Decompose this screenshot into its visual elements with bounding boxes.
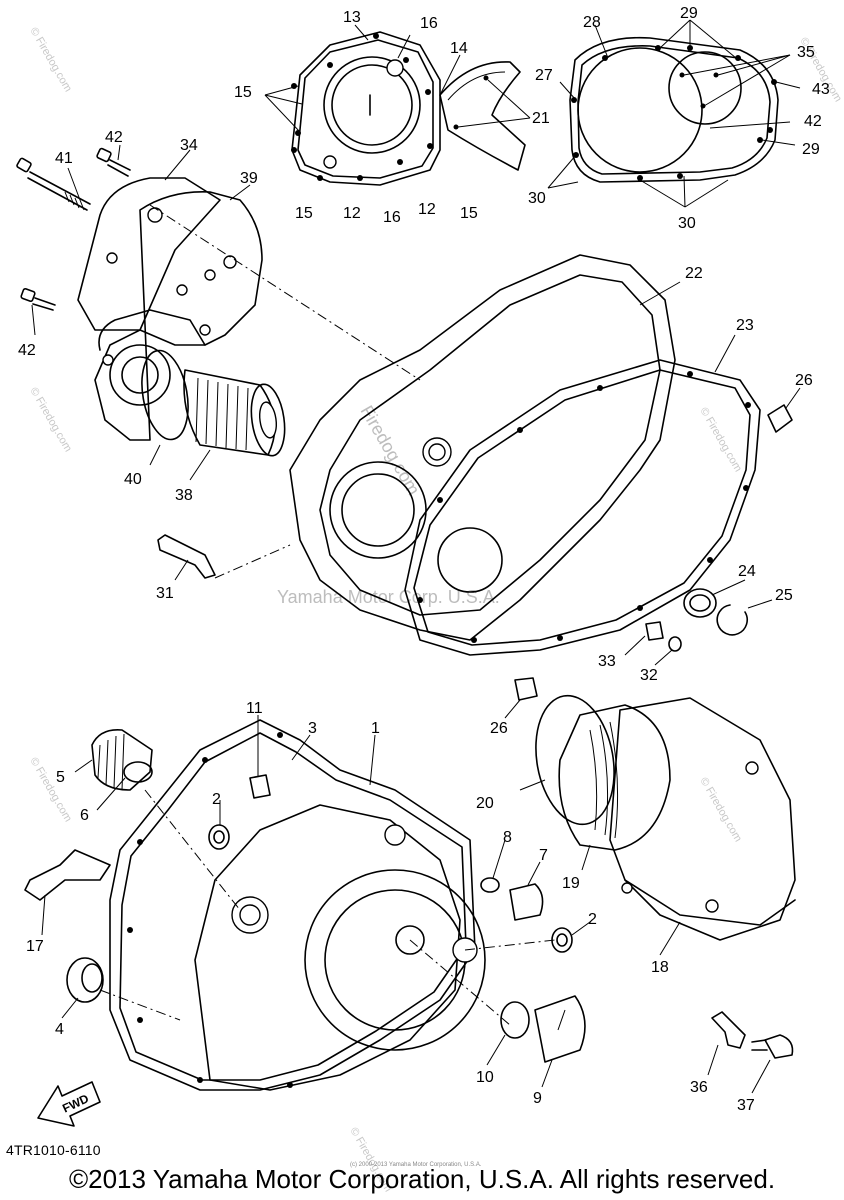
clutch-cover-right <box>535 694 796 1059</box>
copyright-small: (c) 2000-2013 Yamaha Motor Corporation, … <box>350 1162 482 1168</box>
callout-10: 10 <box>476 1069 494 1086</box>
callout-31: 31 <box>156 585 174 602</box>
callout-32: 32 <box>640 667 658 684</box>
callout-17: 17 <box>26 938 44 955</box>
watermark-firedog-center: Firedog.com <box>357 402 424 499</box>
watermark-right-low: © Firedog.com <box>697 776 744 845</box>
part-code: 4TR1010-6110 <box>6 1142 101 1158</box>
callout-33: 33 <box>598 653 616 670</box>
callout-14: 14 <box>450 40 468 57</box>
callout-38: 38 <box>175 487 193 504</box>
callout-12-right: 12 <box>418 201 436 218</box>
copyright-notice: ©2013 Yamaha Motor Corporation, U.S.A. A… <box>68 1164 776 1194</box>
callout-3: 3 <box>308 720 317 737</box>
callout-26-bottom: 26 <box>490 720 508 737</box>
callout-42-top: 42 <box>105 129 123 146</box>
callout-9: 9 <box>533 1090 542 1107</box>
callout-11: 11 <box>246 700 263 717</box>
callout-42-right: 42 <box>804 113 822 130</box>
callout-12-left: 12 <box>343 205 361 222</box>
oil-filter-cover-assembly <box>16 147 421 457</box>
callout-36: 36 <box>690 1079 708 1096</box>
callout-23: 23 <box>736 317 754 334</box>
callout-29-top: 29 <box>680 5 698 22</box>
callout-19: 19 <box>562 875 580 892</box>
callout-8: 8 <box>503 829 512 846</box>
stator-cover-assembly <box>291 31 526 186</box>
callout-labels: 13 16 14 15 21 15 12 16 12 15 28 29 35 2… <box>18 5 830 1114</box>
callout-30-right: 30 <box>678 215 696 232</box>
callout-25: 25 <box>775 587 793 604</box>
callout-35: 35 <box>797 44 815 61</box>
callout-30-left: 30 <box>528 190 546 207</box>
callout-40: 40 <box>124 471 142 488</box>
callout-28: 28 <box>583 14 601 31</box>
watermark-yamaha: Yamaha Motor Corp. U.S.A. <box>277 587 500 607</box>
callout-6: 6 <box>80 807 89 824</box>
watermark-left-mid: © Firedog.com <box>27 386 74 455</box>
callout-2-left: 2 <box>212 791 221 808</box>
callout-26-top: 26 <box>795 372 813 389</box>
callout-2-right: 2 <box>588 911 597 928</box>
callout-39: 39 <box>240 170 258 187</box>
callout-34: 34 <box>180 137 198 154</box>
callout-21: 21 <box>532 110 550 127</box>
leader-lines <box>31 19 801 1094</box>
watermark-right-mid: © Firedog.com <box>697 406 744 475</box>
callout-27: 27 <box>535 67 553 84</box>
callout-42-left: 42 <box>18 342 36 359</box>
callout-7: 7 <box>539 847 548 864</box>
callout-15-left: 15 <box>234 84 252 101</box>
watermark-corner-tl: © Firedog.com <box>27 26 74 95</box>
callout-1: 1 <box>371 720 380 737</box>
callout-5: 5 <box>56 769 65 786</box>
callout-37: 37 <box>737 1097 755 1114</box>
crankcase-cover-left <box>24 719 586 1091</box>
callout-43: 43 <box>812 81 830 98</box>
callout-13: 13 <box>343 9 361 26</box>
callout-16-bottom: 16 <box>383 209 401 226</box>
callout-15-bottom: 15 <box>295 205 313 222</box>
crankcase-and-gaskets <box>157 254 793 701</box>
callout-16-top: 16 <box>420 15 438 32</box>
callout-29-right: 29 <box>802 141 820 158</box>
callout-15-right: 15 <box>460 205 478 222</box>
callout-20: 20 <box>476 795 494 812</box>
callout-41: 41 <box>55 150 73 167</box>
clutch-cover-gasket <box>569 36 779 183</box>
callout-18: 18 <box>651 959 669 976</box>
callout-22: 22 <box>685 265 703 282</box>
watermark-left-low: © Firedog.com <box>27 756 74 825</box>
fwd-arrow-icon: FWD <box>37 1081 101 1127</box>
callout-24: 24 <box>738 563 756 580</box>
callout-4: 4 <box>55 1021 64 1038</box>
